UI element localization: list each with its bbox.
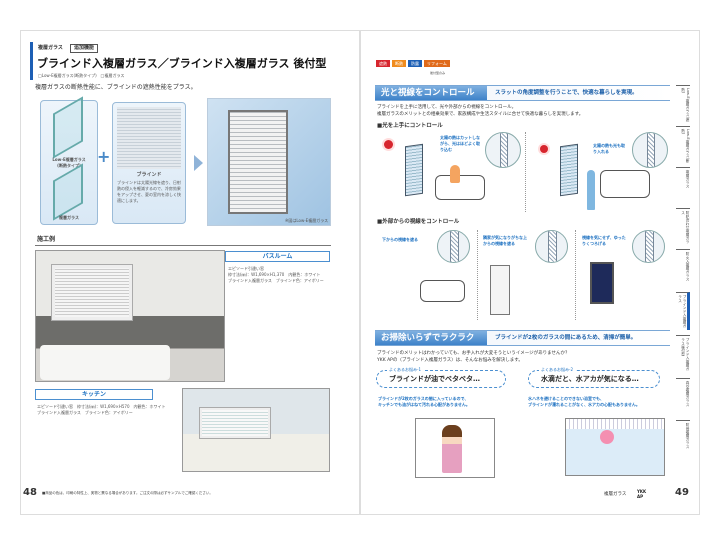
sun-icon (384, 140, 393, 149)
worry-text: ブラインドが油でベタベタ… (389, 375, 480, 383)
side-tab-6[interactable]: ブラインド入複層ガラス (676, 292, 690, 330)
worry-bubble-1: よくあるお悩み-1 ブラインドが油でベタベタ… (376, 367, 506, 388)
bathroom-spec: エピソード引違い窓 枠寸法(㎜)：W1,690×H1,370 内観色：ホワイト … (228, 266, 324, 283)
tag-note: 後付型のみ (430, 71, 446, 75)
side-tab-4[interactable]: 防犯合わせ複層ガラス (676, 208, 690, 246)
heading-light: ■光を上手にコントロール (377, 123, 443, 129)
view-caption-2: 隣家が気になりがちな上からの視線を遮る (483, 235, 527, 246)
blind-illustration (117, 107, 181, 169)
worry-heading: よくあるお悩み-2 (539, 367, 575, 373)
banner-subtitle: ブラインドが2枚のガラスの間にあるため、清掃が簡単。 (495, 335, 637, 341)
arrow-right-icon (194, 155, 203, 171)
kitchen-window (200, 408, 270, 438)
bathroom-label: バスルーム (262, 253, 293, 260)
view-caption-3: 視線を気にせず、ゆったりくつろげる (582, 235, 626, 246)
lowe-glass-label: Low-E複層ガラス (断熱タイプ) (52, 157, 86, 168)
worry-answer-2: 水ハネを避けることのできない浴室でも、 ブラインドが濡れることがなく、水アカの心… (528, 396, 640, 407)
sofa-illustration (420, 280, 465, 302)
examples-rule (35, 245, 331, 246)
side-tab-1[interactable]: Low-E複層ガラス(遮熱) (676, 85, 690, 123)
light-caption-2: 太陽の熱も光も取り入れる (593, 143, 625, 154)
kitchen-spec: エピソード引違い窓 枠寸法(㎜)：W1,690×H570 内観色：ホワイト ブラ… (37, 404, 166, 415)
divider (525, 132, 526, 212)
side-tab-8[interactable]: 真空複層ガラス (676, 378, 690, 416)
banner-title: 光と視線をコントロール (375, 86, 487, 100)
worry-answer-1: ブラインドが2枚のガラスの間に入っているので、 キッチンでも油がはねて汚れる心配… (378, 396, 470, 407)
bathtub (40, 345, 170, 380)
tag-condensation: 防露 (408, 60, 422, 67)
slat-detail-2 (632, 132, 668, 168)
blind-description: ブラインドは太陽光線を遮り、日射熱の侵入を軽減するので、冷房効果をアップさせ、夏… (117, 180, 181, 203)
window-illustration (560, 143, 578, 197)
window-blind-render (228, 110, 288, 214)
window-illustration (405, 143, 423, 197)
page-number-right: 49 (675, 487, 689, 498)
light-caption-1: 太陽の熱はカットしながら、光はほどよく取り込む (440, 135, 480, 152)
feature-tags: 遮熱断熱防露リフォーム (376, 60, 452, 67)
building-illustration (490, 265, 510, 315)
side-tab-5[interactable]: 防火入複層ガラス (676, 249, 690, 287)
blind-title: ブラインド (136, 172, 162, 178)
tag-reform: リフォーム (424, 60, 450, 67)
page-number-left: 48 (23, 487, 37, 498)
banner-light-control: 光と視線をコントロール スラットの角度調整を行うことで、快適な暮らしを実現。 (375, 85, 670, 101)
glass-panel (40, 100, 98, 225)
category-label: 複層ガラス (38, 45, 63, 51)
tag-heat-shield: 遮熱 (376, 60, 390, 67)
woman-figure (442, 425, 462, 473)
sofa-illustration (600, 170, 650, 198)
slat-detail-4 (535, 230, 568, 263)
slat-detail-1 (485, 132, 521, 168)
plus-sign: + (97, 147, 111, 166)
night-window-illustration (590, 262, 614, 304)
divider (477, 230, 478, 320)
kitchen-label: キッチン (81, 391, 106, 398)
person-illustration (450, 165, 460, 183)
kitchen-label-box (35, 389, 153, 400)
bathroom-label-box (225, 251, 330, 262)
bathing-person (600, 430, 614, 444)
intro-text: 複層ガラスの断熱性能に、ブラインドの遮熱性能をプラス。 (35, 84, 197, 91)
tag-insulation: 断熱 (392, 60, 406, 67)
examples-heading: 施工例 (37, 236, 56, 243)
title-subtitle: □Low-E複層ガラス(断熱タイプ) □複層ガラス (38, 73, 125, 78)
sun-icon (540, 145, 548, 153)
worry-bubble-2: よくあるお悩み-2 水滴だと、水アカが気になる… (528, 367, 660, 388)
slat-detail-3 (437, 230, 470, 263)
slat-detail-5 (632, 230, 665, 263)
side-tab-2[interactable]: Low-E複層ガラス(断熱) (676, 126, 690, 164)
cleaning-intro: ブラインドのメリットはわかっていても、お手入れが大変そうというイメージがありませ… (377, 351, 570, 363)
worry-text: 水滴だと、水アカが気になる… (541, 375, 639, 383)
page-title: ブラインド入複層ガラス／ブラインド入複層ガラス 後付型 (37, 57, 327, 70)
view-caption-1: 下からの視線を遮る (382, 237, 418, 242)
bathroom-window (52, 265, 132, 320)
divider (575, 230, 576, 320)
double-glass-label: 複層ガラス (59, 215, 79, 220)
worry-heading: よくあるお悩み-1 (387, 367, 423, 373)
light-intro: ブラインドを上手に活用して、光や外部からの視線をコントロール。 複層ガラスのメリ… (377, 105, 584, 117)
side-tab-3[interactable]: 複層ガラス (676, 167, 690, 205)
banner-easy-cleaning: お掃除いらずでラクラク ブラインドが2枚のガラスの間にあるため、清掃が簡単。 (375, 330, 670, 346)
ykk-ap-logo: YKK AP (637, 489, 647, 499)
sofa-family-illustration (435, 175, 485, 200)
banner-subtitle: スラットの角度調整を行うことで、快適な暮らしを実現。 (495, 90, 638, 96)
side-tab-7[interactable]: ブラインド入複層ガラス後付型 (676, 335, 690, 373)
title-accent-bar (30, 42, 33, 80)
banner-title: お掃除いらずでラクラク (375, 331, 487, 345)
feature-badge: 追加機能 (70, 44, 99, 53)
bath-illustration (565, 418, 665, 476)
woman-illustration (587, 170, 595, 210)
footnote: ■商品の色は、印刷の特性上、実物と異なる場合があります。ご注文の際は必ずサンプル… (42, 491, 213, 495)
footer-label: 複層ガラス (604, 492, 627, 497)
side-tab-9[interactable]: 防音複層ガラス (676, 420, 690, 458)
heading-view: ■外部からの視線をコントロール (377, 219, 460, 225)
photo-note: ※図はLow-E複層ガラス (285, 218, 329, 223)
